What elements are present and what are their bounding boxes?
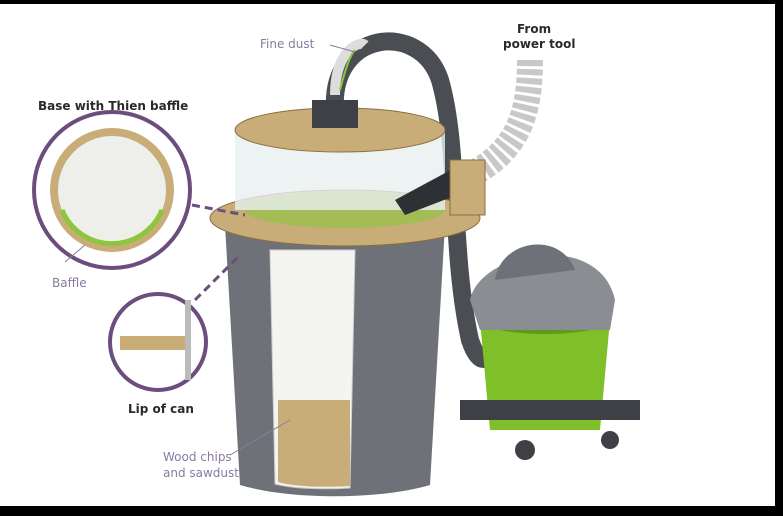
vacuum-hose — [325, 32, 509, 368]
power-tool-hose — [463, 59, 543, 187]
label-lip-of-can: Lip of can — [128, 402, 194, 416]
label-fine-dust: Fine dust — [260, 37, 315, 51]
shop-vac — [460, 244, 640, 460]
lip-callout-circle — [108, 292, 208, 392]
base-callout-circle — [32, 110, 192, 270]
label-baffle: Baffle — [52, 276, 87, 290]
label-from-1: From — [517, 22, 552, 36]
label-wood-chips-2: and sawdust — [163, 466, 239, 480]
label-base-with-thien-baffle: Base with Thien baffle — [38, 99, 189, 113]
label-from-2: power tool — [503, 37, 576, 51]
fine-dust-stream — [330, 38, 369, 96]
label-wood-chips-1: Wood chips — [163, 450, 232, 464]
callout-connector — [191, 203, 246, 302]
